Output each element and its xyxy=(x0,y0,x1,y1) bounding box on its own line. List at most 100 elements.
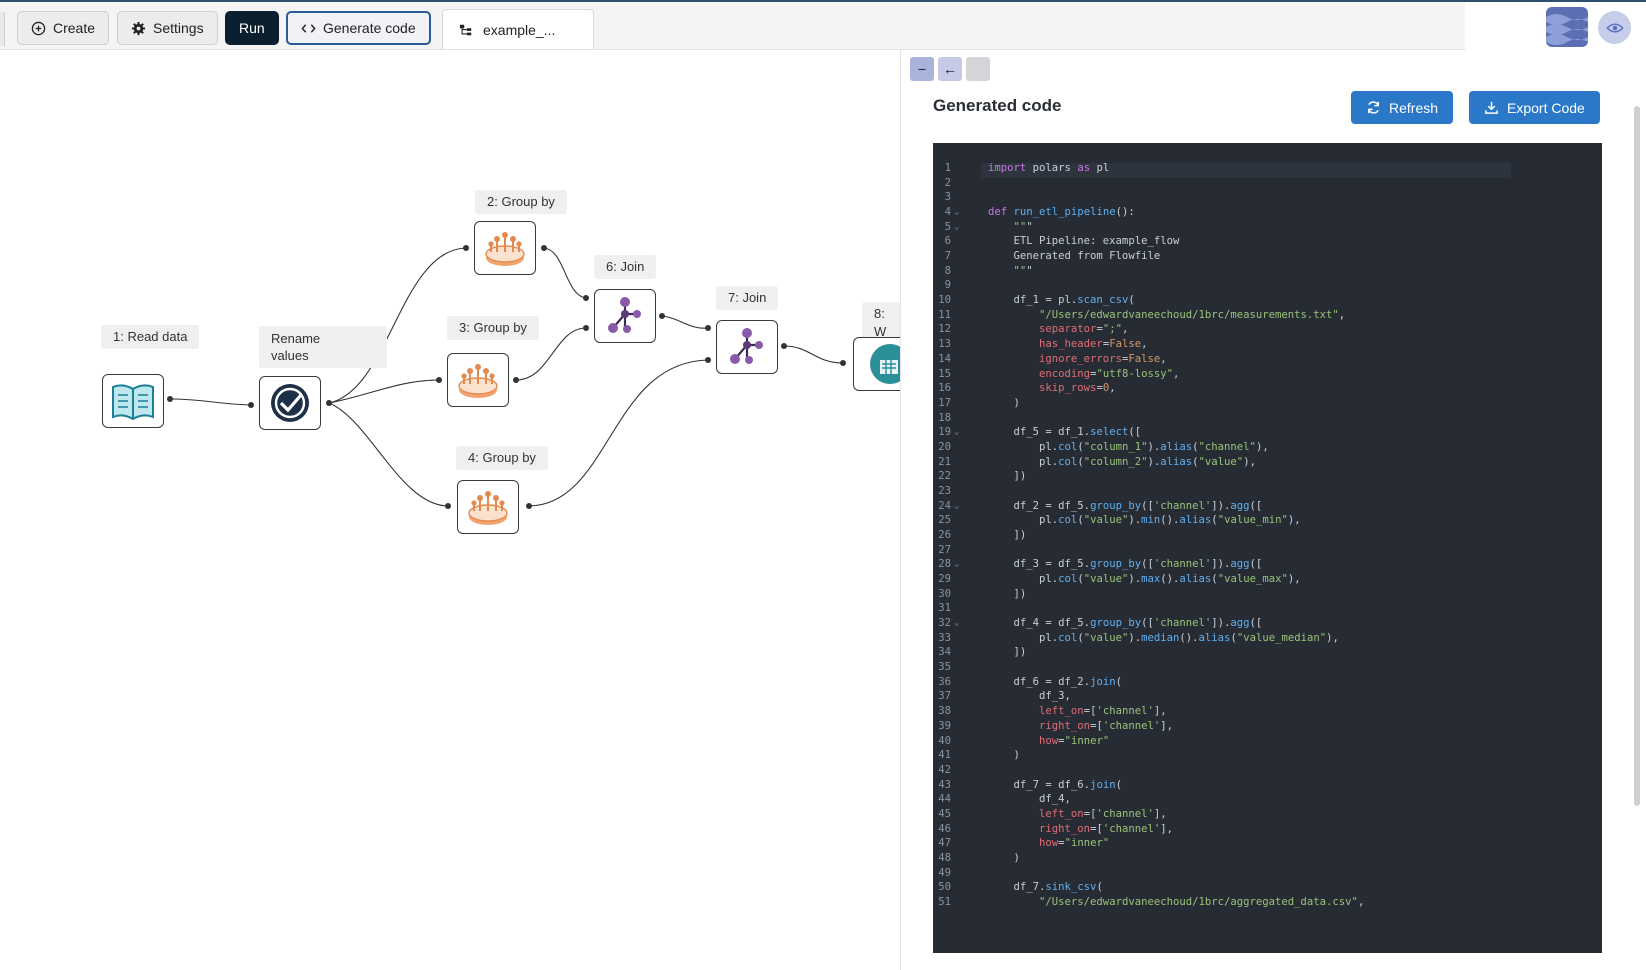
code-text: left_on=['channel'], xyxy=(1039,807,1167,820)
fold-chevron-icon[interactable]: ⌄ xyxy=(954,427,960,438)
node-label-join-7: 7: Join xyxy=(716,286,779,310)
line-number: 22 xyxy=(938,470,951,483)
node-group-by-2[interactable] xyxy=(474,221,536,275)
line-number: 42 xyxy=(938,763,951,776)
top-accent-line xyxy=(0,0,1646,2)
line-number: 23 xyxy=(938,484,951,497)
line-number: 44 xyxy=(938,793,951,806)
line-number: 3 xyxy=(944,191,951,204)
code-text: ]) xyxy=(988,587,1027,600)
fold-chevron-icon[interactable]: ⌄ xyxy=(954,207,960,218)
code-line: 27 xyxy=(933,543,1602,558)
code-text: "/Users/edwardvaneechoud/1brc/measuremen… xyxy=(1039,308,1346,321)
flow-canvas[interactable]: 1: Read data Rename values 2: Group by 3… xyxy=(0,50,900,970)
fold-chevron-icon[interactable]: ⌄ xyxy=(954,500,960,511)
settings-button[interactable]: Settings xyxy=(117,11,218,45)
preview-toggle-button[interactable] xyxy=(1598,11,1631,44)
line-number: 8 xyxy=(944,264,951,277)
code-text: pl.col("column_2").alias("value"), xyxy=(988,455,1256,468)
line-number: 48 xyxy=(938,851,951,864)
panel-scrollbar[interactable] xyxy=(1634,106,1640,806)
code-text: pl.col("column_1").alias("channel"), xyxy=(988,440,1269,453)
flow-tree-icon xyxy=(459,24,472,35)
create-button[interactable]: Create xyxy=(17,11,110,45)
code-line: 35 xyxy=(933,660,1602,675)
code-line: 43 df_7 = df_6.join( xyxy=(933,778,1602,793)
code-text: df_2 = df_5.group_by(['channel']).agg([ xyxy=(988,499,1263,512)
code-text: right_on=['channel'], xyxy=(1039,719,1173,732)
toolbar-left-edge xyxy=(0,12,5,46)
code-text: ]) xyxy=(988,470,1027,483)
line-number: 25 xyxy=(938,514,951,527)
app-logo xyxy=(1546,7,1588,47)
node-read-data[interactable] xyxy=(102,374,164,428)
plus-circle-icon xyxy=(31,21,46,35)
tab-example-flow[interactable]: example_... xyxy=(442,9,594,49)
read-data-book-icon xyxy=(112,384,154,421)
eye-icon xyxy=(1605,22,1624,33)
panel-title: Generated code xyxy=(933,96,1062,115)
node-label-join-6: 6: Join xyxy=(594,255,657,279)
node-rename-values[interactable] xyxy=(259,376,321,430)
node-join-7[interactable] xyxy=(716,320,778,374)
code-text: "/Users/edwardvaneechoud/1brc/aggregated… xyxy=(1039,896,1365,908)
checkmark-circle-icon xyxy=(271,384,309,422)
line-number: 1 xyxy=(944,162,951,174)
code-line: 39 right_on=['channel'], xyxy=(933,719,1602,734)
run-button[interactable]: Run xyxy=(225,11,279,45)
code-line: 25 pl.col("value").min().alias("value_mi… xyxy=(933,513,1602,528)
line-number: 30 xyxy=(938,587,951,600)
line-number: 43 xyxy=(938,778,951,791)
code-text: encoding="utf8-lossy", xyxy=(1039,367,1180,380)
node-group-by-4[interactable] xyxy=(457,480,519,534)
code-text: how="inner" xyxy=(1039,837,1110,850)
code-line: 20 pl.col("column_1").alias("channel"), xyxy=(933,440,1602,455)
line-number: 26 xyxy=(938,529,951,541)
line-number: 10 xyxy=(938,294,951,307)
code-line: 9 xyxy=(933,278,1602,293)
line-number: 15 xyxy=(938,367,951,380)
code-text: df_5 = df_1.select([ xyxy=(988,426,1142,439)
minimize-panel-button[interactable]: − xyxy=(910,57,934,81)
code-text: right_on=['channel'], xyxy=(1039,822,1173,835)
node-group-by-3[interactable] xyxy=(447,353,509,407)
code-line: 23 xyxy=(933,484,1602,499)
line-number: 27 xyxy=(938,543,951,556)
fold-chevron-icon[interactable]: ⌄ xyxy=(954,559,960,570)
fold-chevron-icon[interactable]: ⌄ xyxy=(954,618,960,629)
line-number: 17 xyxy=(938,396,951,409)
run-label: Run xyxy=(239,20,265,36)
code-line: 14 ignore_errors=False, xyxy=(933,352,1602,367)
code-line: 49 xyxy=(933,866,1602,881)
fold-chevron-icon[interactable]: ⌄ xyxy=(954,221,960,232)
code-text: ETL Pipeline: example_flow xyxy=(988,235,1180,248)
code-line: 44 df_4, xyxy=(933,792,1602,807)
panel-blank-button[interactable] xyxy=(966,57,990,81)
code-text: def run_etl_pipeline(): xyxy=(988,206,1135,219)
code-text: Generated from Flowfile xyxy=(988,250,1161,263)
line-number: 33 xyxy=(938,631,951,644)
code-text: df_7.sink_csv( xyxy=(988,881,1103,894)
code-text: ]) xyxy=(988,646,1027,659)
code-line: 18 xyxy=(933,411,1602,426)
generate-code-button[interactable]: Generate code xyxy=(286,11,431,45)
code-line: 50 df_7.sink_csv( xyxy=(933,880,1602,895)
export-code-button[interactable]: Export Code xyxy=(1469,91,1600,124)
code-line: 5⌄ """ xyxy=(933,220,1602,235)
code-brackets-icon xyxy=(301,23,316,33)
line-number: 49 xyxy=(938,866,951,879)
code-text: pl.col("value").median().alias("value_me… xyxy=(988,631,1339,644)
node-label-rename-values: Rename values xyxy=(259,326,387,368)
download-icon xyxy=(1485,101,1498,114)
node-write-8[interactable] xyxy=(853,337,900,391)
code-line: 36 df_6 = df_2.join( xyxy=(933,675,1602,690)
refresh-button[interactable]: Refresh xyxy=(1351,91,1454,124)
back-arrow-button[interactable]: ← xyxy=(938,57,962,81)
node-label-read-data: 1: Read data xyxy=(101,325,200,349)
join-icon xyxy=(730,328,763,364)
node-join-6[interactable] xyxy=(594,289,656,343)
line-number: 2 xyxy=(944,176,951,189)
code-line: 42 xyxy=(933,763,1602,778)
